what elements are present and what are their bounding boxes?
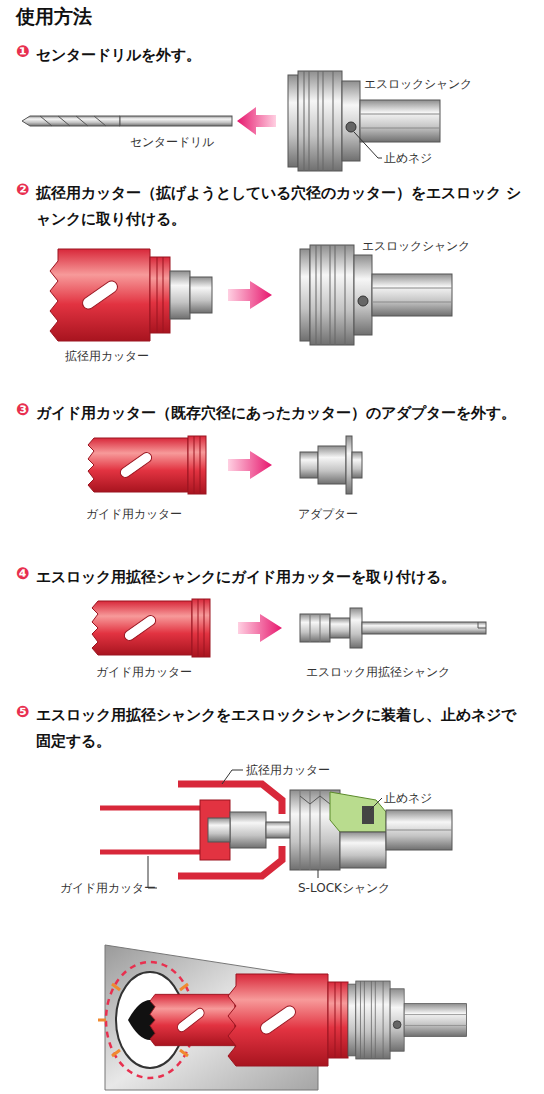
extension-shank bbox=[320, 614, 321, 642]
illustration bbox=[300, 245, 452, 345]
cross-section bbox=[386, 830, 452, 831]
step-number: ❷ bbox=[16, 180, 30, 199]
adapter bbox=[300, 452, 318, 478]
center-drill bbox=[22, 116, 120, 126]
step-instruction: エスロック用拡径シャンクをエスロックシャンクに装着し、止めネジで 固定する。 bbox=[36, 702, 524, 754]
expansion-cutter-with-adapter bbox=[50, 249, 212, 341]
part-label: S-LOCKシャンク bbox=[298, 880, 390, 897]
step-instruction: ガイド用カッター（既存穴径にあったカッター）のアダプターを外す。 bbox=[36, 400, 542, 426]
cross-section bbox=[330, 792, 386, 832]
extension-shank bbox=[300, 614, 330, 642]
step-instruction: 拡径用カッター（拡げようとしている穴径のカッター）をエスロック シャンクに取り付… bbox=[36, 180, 524, 232]
illustration bbox=[88, 436, 206, 494]
leader-line bbox=[318, 870, 319, 878]
cross-section bbox=[340, 832, 386, 868]
part-label: エスロックシャンク bbox=[362, 238, 470, 255]
adapter bbox=[346, 436, 352, 494]
cross-section bbox=[230, 812, 266, 848]
adapter bbox=[300, 436, 362, 494]
part-label: 拡径用カッター bbox=[65, 348, 149, 365]
center-drill bbox=[22, 116, 232, 126]
part-label: エスロック用拡径シャンク bbox=[306, 664, 450, 681]
cross-section bbox=[200, 800, 230, 860]
step-instruction: エスロック用拡径シャンクにガイド用カッターを取り付ける。 bbox=[36, 564, 542, 590]
part-label: 拡径用カッター bbox=[246, 762, 330, 779]
extension-shank bbox=[330, 618, 350, 638]
step-number: ❹ bbox=[16, 564, 30, 583]
expansion-cutter-with-adapter bbox=[190, 277, 212, 313]
extension-shank bbox=[310, 614, 311, 642]
cross-section bbox=[100, 770, 452, 888]
cross-section bbox=[362, 806, 374, 824]
expansion-cutter-with-adapter bbox=[170, 271, 190, 319]
arrow bbox=[237, 107, 276, 135]
drilling-scene bbox=[348, 981, 467, 1059]
center-drill bbox=[40, 116, 106, 126]
extension-shank bbox=[300, 608, 486, 648]
part-label: ガイド用カッター bbox=[60, 880, 156, 897]
part-label: ガイド用カッター bbox=[96, 664, 192, 681]
cross-section bbox=[300, 796, 330, 804]
leader-line bbox=[370, 798, 382, 810]
adapter bbox=[318, 446, 346, 484]
drilling-scene bbox=[98, 945, 467, 1090]
extension-shank bbox=[478, 622, 486, 628]
cross-section bbox=[386, 810, 452, 850]
step-number: ❶ bbox=[16, 42, 30, 61]
extension-shank bbox=[362, 622, 486, 634]
arrow bbox=[238, 614, 282, 642]
leader-line bbox=[222, 770, 243, 784]
drilling-scene bbox=[228, 974, 348, 1066]
cross-section bbox=[100, 806, 204, 811]
illustration bbox=[92, 599, 210, 657]
arrow bbox=[228, 281, 272, 309]
page-title: 使用方法 bbox=[16, 4, 92, 30]
part-label: アダプター bbox=[298, 506, 358, 523]
arrow bbox=[228, 451, 272, 479]
leader-line bbox=[354, 132, 382, 158]
adapter bbox=[352, 452, 362, 478]
part-label: ガイド用カッター bbox=[86, 506, 182, 523]
cross-section bbox=[100, 850, 204, 855]
extension-shank bbox=[350, 608, 362, 648]
center-drill bbox=[120, 116, 232, 126]
step-number: ❸ bbox=[16, 400, 30, 419]
step-number: ❺ bbox=[16, 702, 30, 721]
cross-section bbox=[300, 790, 320, 870]
cross-section bbox=[208, 818, 230, 842]
part-label: 止めネジ bbox=[384, 150, 432, 167]
expansion-cutter-with-adapter bbox=[50, 249, 170, 341]
step-instruction: センタードリルを外す。 bbox=[36, 42, 526, 68]
part-label: センタードリル bbox=[130, 134, 214, 151]
part-label: エスロックシャンク bbox=[364, 76, 472, 93]
part-label: 止めネジ bbox=[384, 790, 432, 807]
